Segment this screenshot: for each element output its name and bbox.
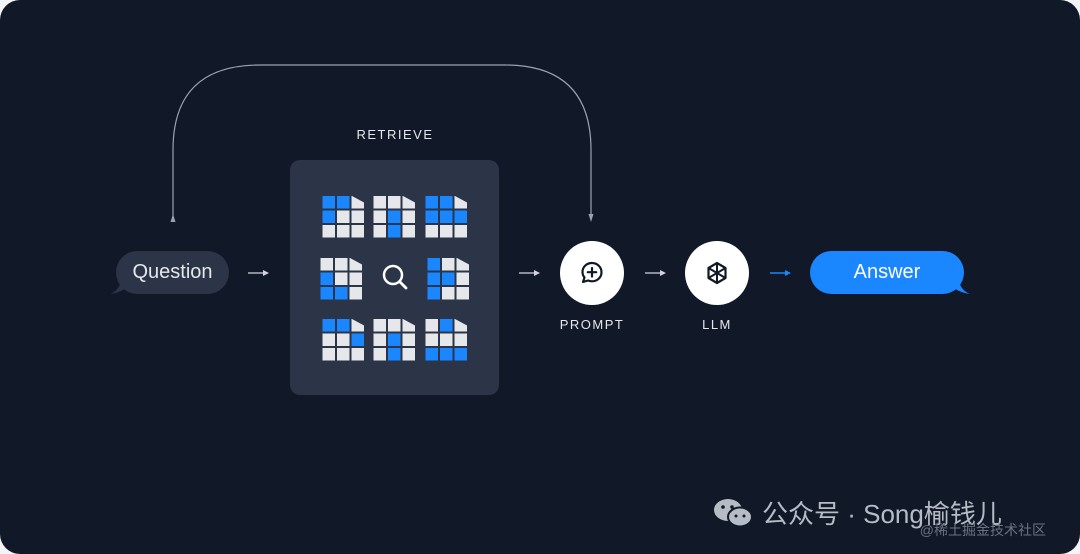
document-grid-icon bbox=[425, 319, 468, 361]
document-grid-icon bbox=[322, 196, 365, 238]
llm-node bbox=[685, 241, 749, 305]
prompt-label: PROMPT bbox=[559, 317, 625, 332]
answer-bubble: Answer bbox=[810, 251, 964, 294]
question-label: Question bbox=[132, 261, 213, 283]
watermark: @稀土掘金技术社区 bbox=[919, 522, 1046, 538]
document-grid-icon bbox=[373, 196, 416, 238]
document-grid-icon bbox=[373, 319, 416, 361]
brand-text: 公众号 · Song榆钱儿 bbox=[762, 499, 1002, 529]
chat-plus-icon bbox=[581, 261, 603, 284]
document-grid-icon bbox=[425, 196, 468, 238]
arrow-llm-to-answer bbox=[770, 270, 791, 276]
answer-label: Answer bbox=[853, 261, 921, 283]
document-grid-icon bbox=[427, 258, 470, 300]
prompt-node bbox=[560, 241, 624, 305]
search-icon bbox=[382, 264, 408, 290]
retrieve-label: RETRIEVE bbox=[356, 127, 434, 142]
arrow-prompt-to-llm bbox=[645, 270, 666, 276]
brand-overlay: 公众号 · Song榆钱儿 bbox=[712, 494, 1002, 531]
arrow-retrieve-to-prompt bbox=[519, 270, 540, 276]
question-bubble: Question bbox=[116, 251, 229, 294]
cube-icon bbox=[707, 261, 727, 285]
document-grid-icon bbox=[320, 258, 363, 300]
document-grid-icon bbox=[322, 319, 365, 361]
wechat-icon bbox=[714, 498, 753, 527]
llm-label: LLM bbox=[702, 317, 732, 332]
arrow-question-to-retrieve bbox=[248, 270, 269, 276]
